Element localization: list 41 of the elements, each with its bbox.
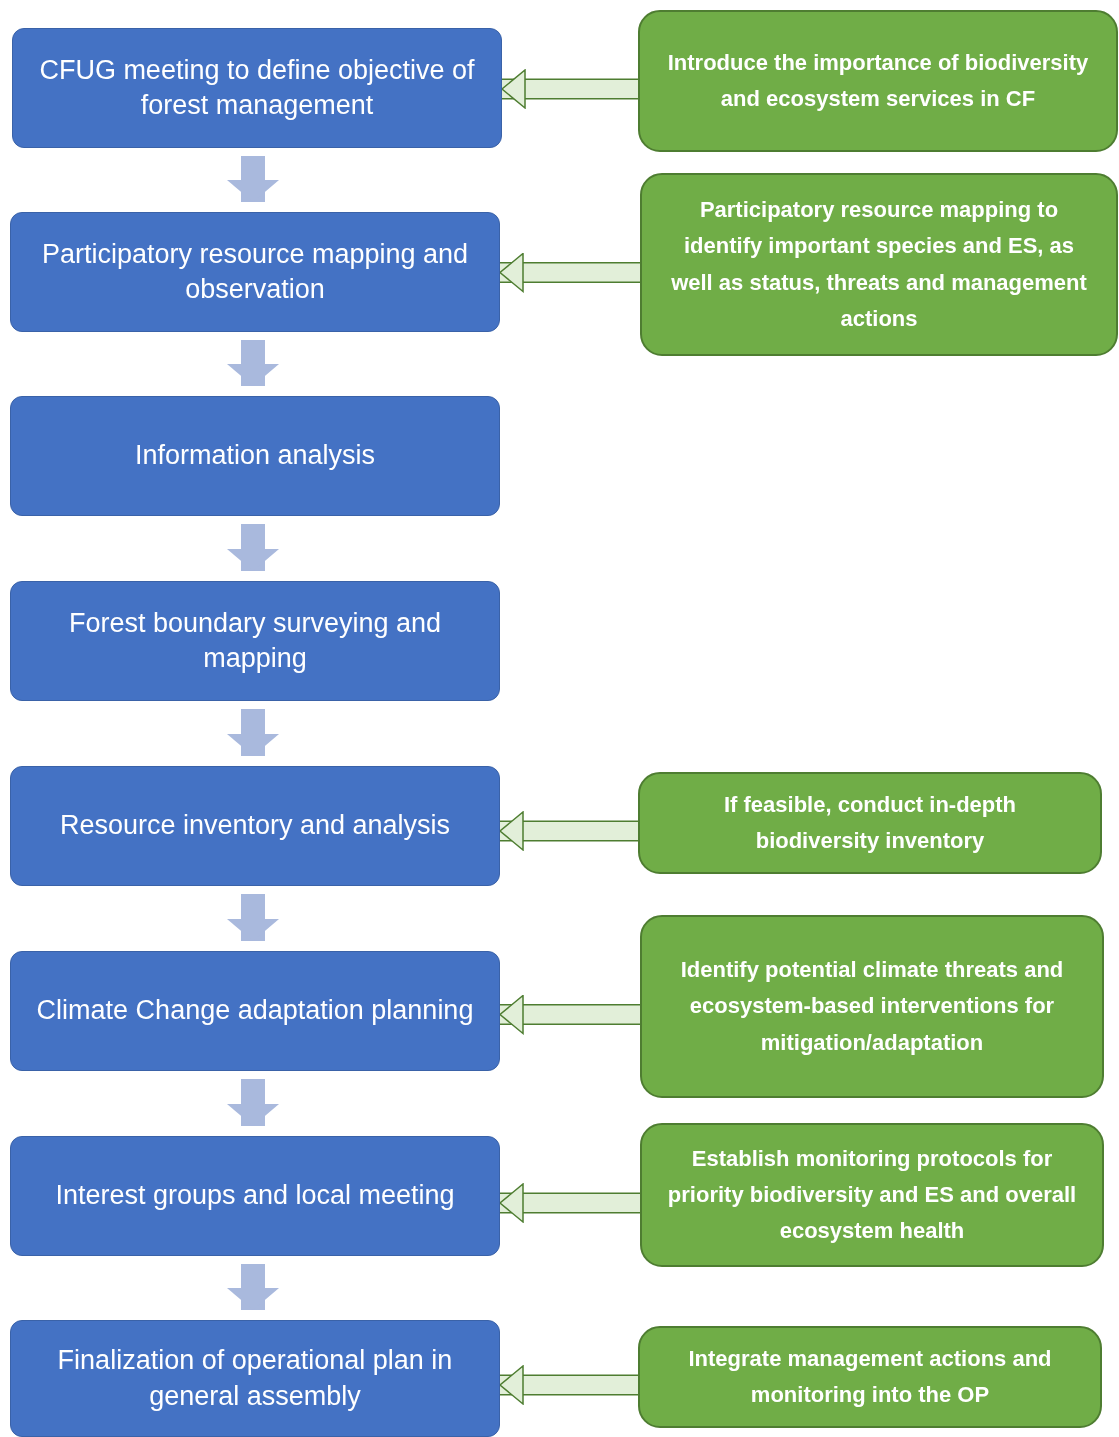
arrow — [499, 1183, 640, 1223]
step-text: CFUG meeting to define objective of forest management — [38, 53, 476, 122]
note-box — [638, 10, 1118, 152]
step-text: Interest groups and local meeting — [55, 1179, 455, 1213]
process-box — [10, 1320, 500, 1437]
arrow — [227, 156, 279, 202]
arrow — [499, 811, 638, 851]
step-text: Resource inventory and analysis — [59, 809, 451, 843]
arrow — [501, 69, 638, 109]
step-text: If feasible, conduct in-depth biodiversity inventory — [722, 790, 1018, 855]
process-box — [10, 396, 500, 516]
step-text: Integrate management actions and monitoring into the OP — [687, 1344, 1053, 1409]
process-box — [10, 212, 500, 332]
arrow — [499, 1365, 638, 1405]
note-box — [638, 1326, 1102, 1428]
step-text: Finalization of operational plan in general assembly — [56, 1344, 454, 1413]
step-text: Identify potential climate threats and ecosystem-based interventions for mitigation/adaptation — [679, 956, 1065, 1057]
note-box — [640, 915, 1104, 1098]
arrow — [227, 709, 279, 756]
process-box — [10, 581, 500, 701]
note-box — [640, 1123, 1104, 1267]
arrow — [499, 994, 640, 1035]
process-box — [12, 28, 502, 148]
note-box — [640, 173, 1118, 356]
step-text: Establish monitoring protocols for priority biodiversity and ES and overall ecosystem health — [666, 1144, 1078, 1246]
process-box — [10, 951, 500, 1071]
step-text: Information analysis — [134, 439, 376, 473]
note-box — [638, 772, 1102, 874]
arrow — [227, 1264, 279, 1310]
step-text: Forest boundary surveying and mapping — [67, 606, 443, 675]
step-text: Participatory resource mapping to identify important species and ES, as well as status, threats and management actions — [670, 195, 1088, 333]
step-text: Participatory resource mapping and observation — [40, 237, 470, 306]
arrow — [227, 340, 279, 386]
process-box — [10, 1136, 500, 1256]
process-box — [10, 766, 500, 886]
arrow — [499, 252, 640, 293]
step-text: Climate Change adaptation planning — [36, 994, 474, 1028]
arrow — [227, 524, 279, 571]
step-text: Introduce the importance of biodiversity and ecosystem services in CF — [666, 48, 1090, 113]
arrow — [227, 894, 279, 941]
arrow — [227, 1079, 279, 1126]
